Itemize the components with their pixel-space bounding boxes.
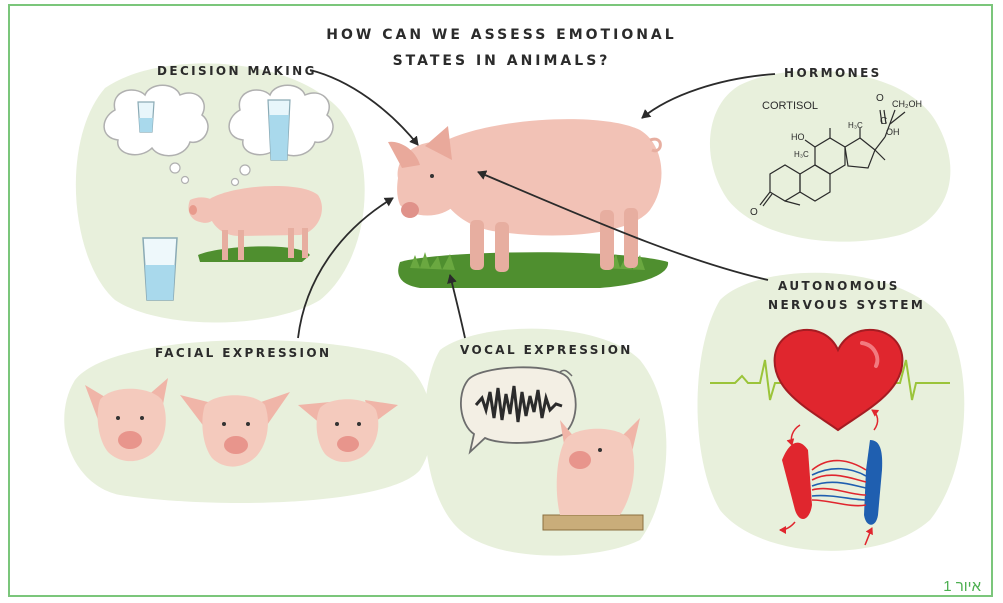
ho-label: HO — [791, 132, 805, 142]
decision-making-label: DECISION MAKING — [157, 64, 317, 78]
water-glass — [143, 238, 177, 300]
ch2oh-label: CH₂OH — [892, 99, 922, 109]
h3c-label-2: H₃C — [794, 150, 809, 159]
figure-caption: איור 1 — [943, 578, 981, 595]
o-bottom-label: O — [750, 207, 758, 218]
main-pig — [388, 119, 668, 288]
autonomous-label-1: AUTONOMOUS — [778, 279, 900, 293]
c-label: C — [880, 116, 887, 127]
hormones-label: HORMONES — [784, 66, 882, 80]
facial-expression-label: FACIAL EXPRESSION — [155, 346, 331, 360]
cortisol-label: CORTISOL — [762, 100, 818, 112]
oh-label: OH — [886, 127, 900, 137]
autonomous-label-2: NERVOUS SYSTEM — [768, 298, 925, 312]
vocal-expression-label: VOCAL EXPRESSION — [460, 343, 633, 357]
o-top-label: O — [876, 93, 884, 104]
title-line-1: HOW CAN WE ASSESS EMOTIONAL — [0, 22, 1003, 48]
h3c-label-1: H₃C — [848, 121, 863, 130]
hormones-blob — [710, 71, 950, 242]
